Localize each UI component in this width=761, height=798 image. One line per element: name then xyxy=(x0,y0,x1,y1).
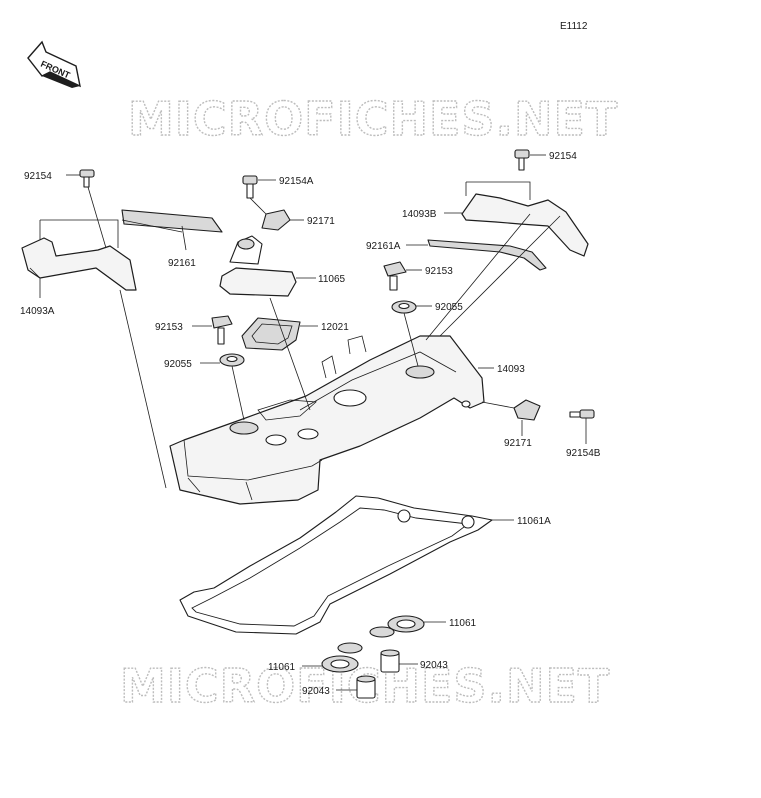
callout-92171-top: 92171 xyxy=(307,216,335,227)
callout-92153-left: 92153 xyxy=(155,322,183,333)
callout-92043-right: 92043 xyxy=(420,660,448,671)
part-92154-left-bolt[interactable] xyxy=(79,169,95,188)
part-14093B-cover[interactable] xyxy=(461,181,589,257)
callout-92161A: 92161A xyxy=(366,241,401,252)
part-92171-right-clip[interactable] xyxy=(513,399,541,421)
front-arrow-icon: FRONT xyxy=(27,40,81,88)
callout-92043-left: 92043 xyxy=(302,686,330,697)
part-92154-right-bolt[interactable] xyxy=(514,149,530,171)
diagram-code: E1112 xyxy=(560,21,588,32)
part-14093-head-cover[interactable] xyxy=(169,335,485,505)
callout-92154-right: 92154 xyxy=(549,151,577,162)
callout-92055-left: 92055 xyxy=(164,359,192,370)
callout-92154-left: 92154 xyxy=(24,171,52,182)
part-92161A-strip[interactable] xyxy=(427,239,547,271)
callout-92154A: 92154A xyxy=(279,176,314,187)
callout-12021: 12021 xyxy=(321,322,349,333)
part-12021-gasket[interactable] xyxy=(241,317,301,351)
callout-92171-right: 92171 xyxy=(504,438,532,449)
part-92055-left-washer[interactable] xyxy=(219,353,245,367)
callout-11061A: 11061A xyxy=(517,516,551,527)
part-92055-right-washer[interactable] xyxy=(391,300,417,314)
callout-11061-right: 11061 xyxy=(449,618,477,629)
part-11065-breather[interactable] xyxy=(219,235,297,297)
callout-92154B: 92154B xyxy=(566,448,601,459)
part-92043-right-collar[interactable] xyxy=(380,649,400,673)
part-14093A-cover[interactable] xyxy=(21,219,137,291)
part-92154B-bolt[interactable] xyxy=(569,409,595,419)
part-11061-right-seal[interactable] xyxy=(369,615,425,638)
part-11061A-gasket[interactable] xyxy=(179,495,493,635)
callout-14093: 14093 xyxy=(497,364,525,375)
part-92161-strip[interactable] xyxy=(121,209,223,233)
part-92171-clip-top[interactable] xyxy=(261,209,291,231)
part-11061-left-seal[interactable] xyxy=(321,642,363,673)
callout-14093A: 14093A xyxy=(20,306,55,317)
callout-92055-right: 92055 xyxy=(435,302,463,313)
callout-92153-right: 92153 xyxy=(425,266,453,277)
watermark-top: MICROFICHES.NET xyxy=(128,92,618,146)
callout-14093B: 14093B xyxy=(402,209,437,220)
part-92154A-bolt[interactable] xyxy=(242,175,258,199)
leader-lines xyxy=(39,154,587,691)
part-92153-left-bolt[interactable] xyxy=(211,315,233,345)
callout-11061-left: 11061 xyxy=(268,662,296,673)
callout-92161: 92161 xyxy=(168,258,196,269)
callout-11065: 11065 xyxy=(318,274,346,285)
part-92153-right-bolt[interactable] xyxy=(383,261,407,291)
callout-labels: 92154 14093A 92161 92154A 92171 11065 92… xyxy=(20,151,601,697)
part-92043-left-collar[interactable] xyxy=(356,675,376,699)
